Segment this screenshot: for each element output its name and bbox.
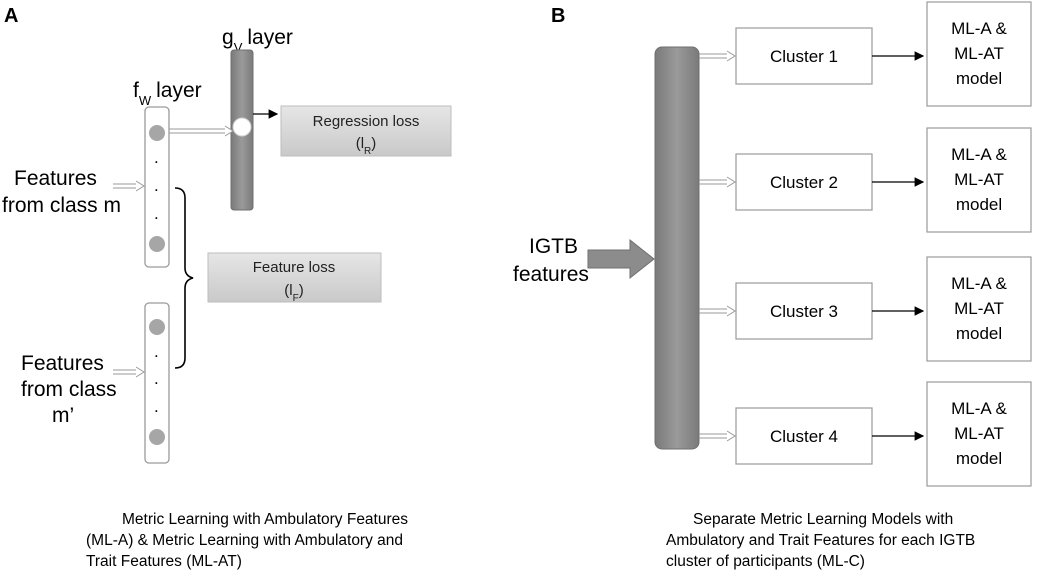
model-1-box (926, 1, 1032, 107)
bar-to-cluster-4-arrow-head (726, 430, 736, 442)
igtb-clustering-bar (654, 46, 700, 450)
fw-top-dot-3: . (154, 204, 159, 223)
model-2-line-1: ML-A & (951, 145, 1007, 164)
fw-top-node-2 (149, 236, 165, 252)
input-class-m-line1: Features (14, 167, 97, 190)
model-3-box (926, 256, 1032, 362)
panel-b-caption-line1: Separate Metric Learning Models with (693, 511, 954, 528)
igtb-input-line2: features (513, 263, 589, 286)
fw-to-gv-arrow (169, 125, 234, 137)
fw-top-node-1 (149, 125, 165, 141)
model-4-box (926, 381, 1032, 487)
model-2-line-3: model (956, 195, 1002, 214)
cluster-2-label: Cluster 2 (770, 173, 838, 192)
model-2-line-2: ML-AT (954, 170, 1004, 189)
feature-loss-brace (174, 187, 194, 369)
cluster-4-label: Cluster 4 (770, 427, 838, 446)
model-2-box (926, 127, 1032, 233)
panel-a-caption-line2: (ML-A) & Metric Learning with Ambulatory… (86, 532, 404, 549)
input-class-m-prime-arrow (113, 366, 145, 378)
model-3-line-3: model (956, 324, 1002, 343)
input-class-m-prime-line1: Features (21, 352, 104, 375)
regression-loss-title: Regression loss (313, 113, 420, 130)
panel-a-caption-line3: Trait Features (ML-AT) (86, 553, 242, 570)
model-3-line-2: ML-AT (954, 299, 1004, 318)
fw-bottom-dot-1: . (154, 342, 159, 361)
cluster-1-label: Cluster 1 (770, 47, 838, 66)
model-4-line-2: ML-AT (954, 424, 1004, 443)
fw-bottom-dot-2: . (154, 369, 159, 388)
feature-loss-box (207, 252, 382, 303)
fw-bottom-dot-3: . (154, 397, 159, 416)
model-1-line-2: ML-AT (954, 44, 1004, 63)
fw-top-dot-2: . (154, 176, 159, 195)
regression-loss-symbol: (lR) (356, 135, 377, 157)
input-class-m-line2: from class m (2, 194, 121, 217)
model-3-line-1: ML-A & (951, 274, 1007, 293)
cluster-2-box (735, 153, 873, 211)
panel-a-caption-line1: Metric Learning with Ambulatory Features (122, 511, 409, 528)
fw-bottom-node-2 (149, 429, 165, 445)
fw-top-dot-1: . (154, 148, 159, 167)
model-1-line-3: model (956, 69, 1002, 88)
panel-b-caption-line3: cluster of participants (ML-C) (666, 553, 865, 570)
model-4-line-3: model (956, 449, 1002, 468)
cluster-3-box (735, 282, 873, 340)
fw-bottom-node-1 (149, 319, 165, 335)
panel-b-letter: B (551, 5, 565, 27)
feature-loss-title: Feature loss (253, 259, 336, 276)
bar-to-cluster-3-arrow-head (726, 305, 736, 317)
feature-loss-symbol: (lF) (284, 282, 303, 304)
input-class-m-arrow (113, 180, 145, 192)
gv-output-node (232, 117, 252, 137)
input-class-m-prime-line3: m’ (52, 404, 74, 427)
bar-to-cluster-1-arrow-head (726, 50, 736, 62)
igtb-input-arrow (587, 238, 655, 280)
cluster-4-box (735, 407, 873, 465)
cluster-1-box (735, 27, 873, 85)
model-1-line-1: ML-A & (951, 19, 1007, 38)
model-4-line-1: ML-A & (951, 399, 1007, 418)
panel-a-letter: A (4, 5, 18, 27)
regression-loss-box (280, 105, 452, 157)
fw-column-top (144, 106, 170, 268)
fw-column-bottom (144, 302, 170, 464)
panel-b-caption-line2: Ambulatory and Trait Features for each I… (666, 532, 976, 549)
input-class-m-prime-line2: from class (21, 378, 117, 401)
bar-to-cluster-2-arrow-head (726, 176, 736, 188)
cluster-3-label: Cluster 3 (770, 302, 838, 321)
igtb-input-line1: IGTB (529, 235, 578, 258)
